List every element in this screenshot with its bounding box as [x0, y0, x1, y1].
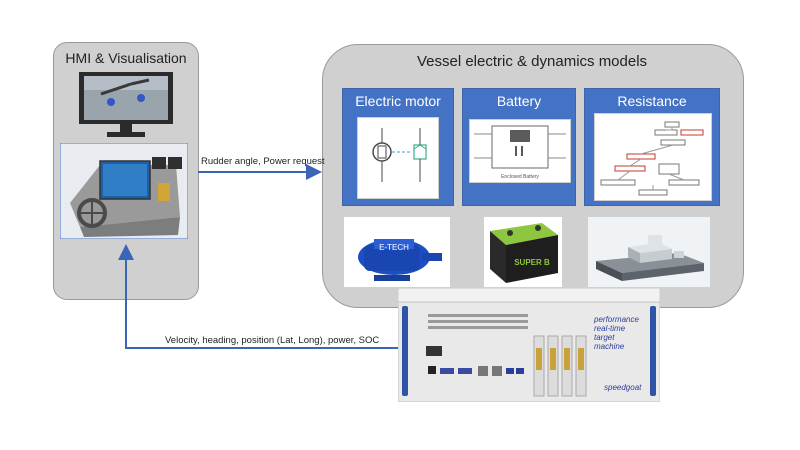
battery-schematic-caption: Enclosed Battery — [501, 174, 539, 180]
vessel-render-icon — [596, 235, 704, 281]
vessel-render-photo — [588, 217, 710, 287]
motor-photo-label: E-TECH — [379, 243, 409, 252]
motor-photo-icon: E-TECH — [344, 217, 450, 287]
brand-line-2: real-time — [594, 324, 626, 333]
velocity-heading-label: Velocity, heading, position (Lat, Long),… — [165, 335, 380, 346]
brand-line-4: machine — [594, 342, 625, 351]
hmi-title: HMI & Visualisation — [65, 50, 187, 66]
brand-line-3: target — [594, 333, 615, 342]
battery-label: Battery — [496, 93, 542, 109]
battery-photo-icon: SUPER B — [490, 223, 558, 283]
battery-photo-label: SUPER B — [514, 258, 550, 267]
speedgoat-brand: speedgoat — [604, 383, 642, 392]
electric-motor-card: Electric motor — [342, 88, 454, 206]
electric-motor-schematic — [357, 117, 439, 199]
resistance-schematic — [594, 113, 712, 201]
monitor-image — [79, 72, 173, 137]
battery-photo: SUPER B — [484, 217, 562, 287]
resistance-card: Resistance — [584, 88, 720, 206]
models-title: Vessel electric & dynamics models — [416, 53, 648, 70]
brand-line-1: performance — [593, 315, 639, 324]
speedgoat-target-machine-image: performance real-time target machine spe… — [398, 288, 660, 402]
electric-motor-label: Electric motor — [355, 93, 441, 109]
rudder-power-label: Rudder angle, Power request — [201, 156, 325, 167]
battery-schematic-icon: Enclosed Battery — [474, 125, 566, 180]
resistance-label: Resistance — [617, 93, 687, 109]
motor-schematic-icon — [372, 128, 427, 182]
battery-card: Battery Enclosed Battery — [462, 88, 576, 206]
electric-motor-photo: E-TECH — [344, 217, 450, 287]
bridge-console-image — [60, 143, 188, 239]
battery-schematic: Enclosed Battery — [469, 119, 571, 183]
arrow-to-hmi — [118, 244, 398, 349]
resistance-flowchart-icon — [600, 121, 704, 196]
